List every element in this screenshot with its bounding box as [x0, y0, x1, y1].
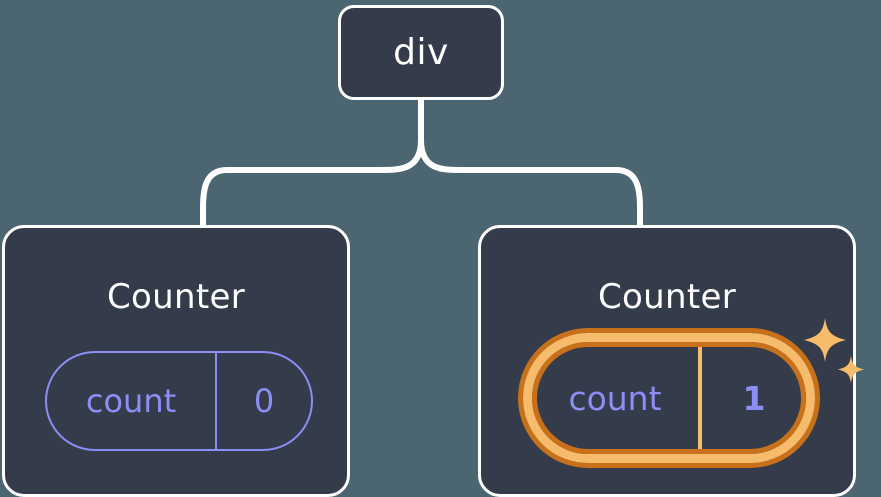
component-card-counter-left[interactable]: Counter count 0 [2, 225, 350, 497]
root-node-label: div [393, 31, 449, 73]
state-pill-count-highlighted[interactable]: count 1 [523, 333, 815, 463]
component-title: Counter [107, 277, 245, 317]
state-key-label: count [85, 382, 177, 420]
sparkle-four-point-icon [804, 318, 846, 362]
state-pill-divider [698, 342, 702, 454]
state-pill-divider [215, 353, 217, 449]
connector-branch-right [418, 137, 643, 231]
connector-branch-left [200, 137, 424, 231]
sparkle-four-point-small-icon [838, 356, 864, 383]
component-card-counter-right[interactable]: Counter count 1 [478, 225, 864, 497]
state-value-label: 0 [253, 382, 275, 420]
root-node-div[interactable]: div [338, 5, 504, 100]
state-key-label: count [568, 378, 662, 418]
state-value-label: 1 [742, 378, 766, 418]
component-title: Counter [598, 277, 736, 317]
state-pill-count[interactable]: count 0 [45, 351, 313, 451]
